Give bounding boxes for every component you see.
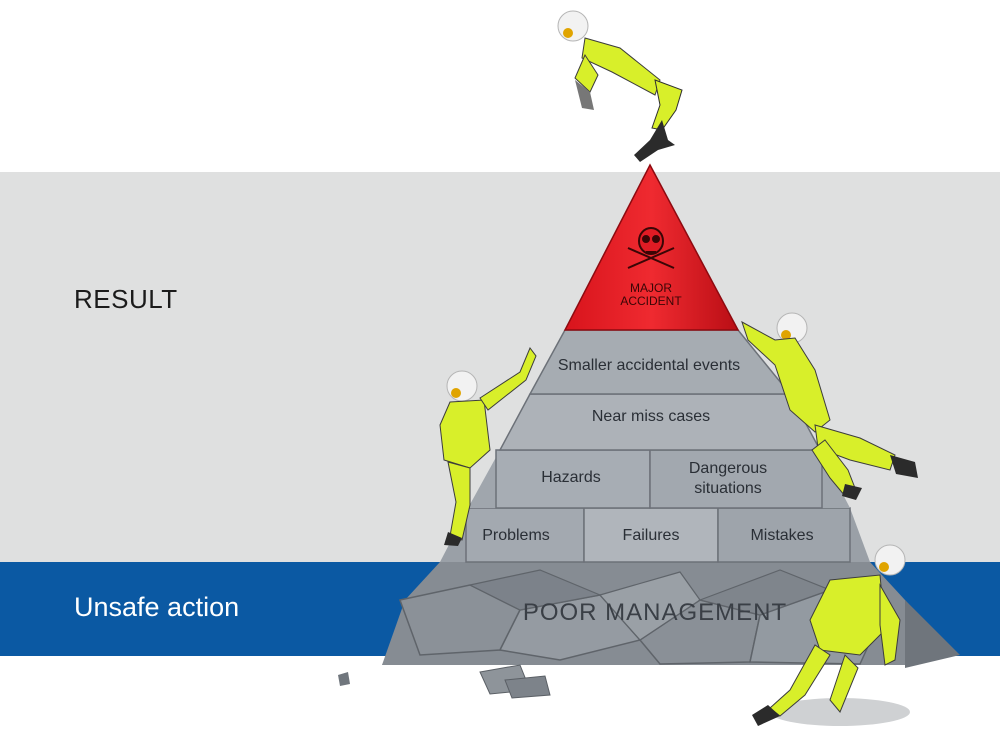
climbing-worker-left	[439, 347, 537, 546]
falling-worker-top	[557, 10, 683, 162]
sliding-worker-bottom	[752, 544, 910, 726]
label-failures: Failures	[623, 527, 680, 544]
label-problems: Problems	[482, 527, 550, 544]
label-poor-management: POOR MANAGEMENT	[523, 599, 787, 626]
pyramid-row-hazards	[468, 449, 850, 509]
pyramid-apex	[563, 163, 740, 331]
skull-crossbones-icon	[627, 227, 675, 269]
label-mistakes: Mistakes	[750, 527, 813, 544]
pyramid-row-bottom	[440, 507, 870, 563]
label-dangerous-line2: situations	[694, 480, 762, 497]
label-hazards: Hazards	[541, 469, 601, 486]
label-dangerous-line1: Dangerous	[689, 460, 767, 477]
unsafe-action-label: Unsafe action	[74, 592, 240, 622]
apex-label-line1: MAJOR	[630, 281, 672, 295]
result-label: RESULT	[74, 284, 178, 314]
apex-label-line2: ACCIDENT	[620, 294, 682, 308]
label-near-miss-cases: Near miss cases	[592, 408, 710, 425]
climbing-worker-right	[741, 312, 918, 500]
label-smaller-accidental-events: Smaller accidental events	[558, 357, 740, 374]
